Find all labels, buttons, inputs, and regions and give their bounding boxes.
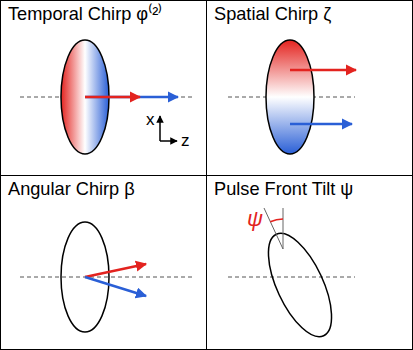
panel-title: Pulse Front Tilt ψ [207, 176, 412, 201]
chirp-panel: Temporal Chirp φ⁽²⁾ [0, 0, 207, 176]
axis-dashed-line [20, 97, 192, 98]
vertical-reference-line [283, 208, 284, 249]
z-axis-arrow [160, 140, 177, 142]
x-axis-arrow [159, 116, 161, 141]
tilted-pulse-ellipse [255, 225, 344, 346]
red-arrow [85, 96, 140, 99]
blue-arrow [85, 277, 146, 296]
chirp-panel: Pulse Front Tilt ψ [206, 175, 413, 350]
chirp-panel: Angular Chirp β [0, 175, 207, 350]
blue-arrow [290, 123, 352, 126]
axis-label: z [181, 132, 190, 149]
panel-title: Temporal Chirp φ⁽²⁾ [1, 1, 206, 26]
panel-title: Angular Chirp β [1, 176, 206, 201]
red-arrow [290, 69, 356, 72]
axis-dashed-line [20, 277, 192, 278]
chirp-panel: Spatial Chirp ζ [206, 0, 413, 176]
blue-arrow [85, 96, 178, 99]
tilt-reference-line [264, 208, 283, 249]
tilt-angle-arc [270, 219, 283, 222]
axis-label: x [146, 111, 155, 128]
pulse-ellipse [266, 40, 314, 154]
axis-dashed-line [228, 277, 355, 278]
panel-title: Spatial Chirp ζ [207, 1, 412, 26]
angle-label: ψ [247, 208, 263, 230]
red-arrow [85, 264, 146, 277]
